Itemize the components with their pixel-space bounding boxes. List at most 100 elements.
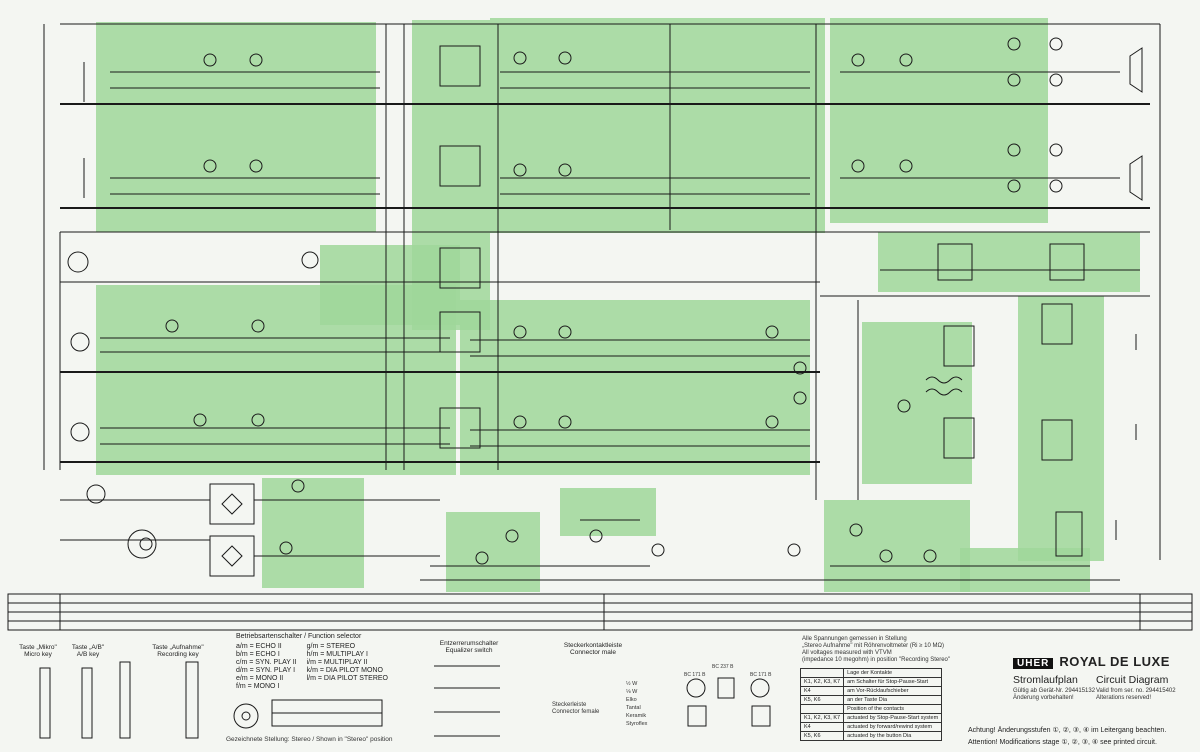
validity-de-2: Änderung vorbehalten! xyxy=(1013,695,1074,701)
table-cell: am Vor-Rücklaufschieber xyxy=(843,686,943,696)
symbol-styroflex: Styroflex xyxy=(626,721,648,727)
zone-playback-preamp xyxy=(96,22,376,232)
zone-record-amp-top xyxy=(490,18,825,233)
zone-mixer xyxy=(320,245,460,325)
connector-title-en: Connector male xyxy=(570,649,616,656)
selector-left-item: d/m = SYN. PLAY I xyxy=(236,667,296,674)
selector-right-item: k/m = DIA PILOT MONO xyxy=(306,667,383,674)
table-cell xyxy=(799,668,845,678)
key-aufnahme-en: Recording key xyxy=(157,651,199,658)
brand-model: ROYAL DE LUXE xyxy=(1059,654,1170,669)
selector-left-item: b/m = ECHO I xyxy=(236,651,280,658)
table-row: Position of the contacts xyxy=(799,704,943,714)
measure-line-3: All voltages measured with VTVM xyxy=(802,650,892,656)
connector-female-de: Steckerleiste xyxy=(552,702,587,708)
key-mikro-en: Micro key xyxy=(24,651,52,658)
selector-right-item: g/m = STEREO xyxy=(306,643,356,650)
validity-en: Valid from ser. no. 294415402 Alteration… xyxy=(1096,688,1176,702)
selector-right-item: l/m = DIA PILOT STEREO xyxy=(306,675,388,682)
symbol-eighth-watt: ⅛ W xyxy=(626,689,638,695)
key-ab-de: Taste „A/B" xyxy=(71,644,105,651)
selector-right-item: i/m = MULTIPLAY II xyxy=(306,659,368,666)
zone-dia-pilot xyxy=(960,548,1090,592)
validity-de: Gültig ab Gerät-Nr. 294415132 Änderung v… xyxy=(1013,688,1095,702)
selector-left-item: e/m = MONO II xyxy=(236,675,284,682)
validity-en-1: Valid from ser. no. 294415402 xyxy=(1096,688,1176,694)
zone-head-switch xyxy=(1018,296,1104,561)
key-mikro-de: Taste „Mikro" xyxy=(19,644,57,651)
table-cell: K1, K2, K3, K7 xyxy=(799,677,845,687)
measurement-note: Alle Spannungen gemessen in Stellung „St… xyxy=(802,636,992,664)
symbol-tantal: Tantal xyxy=(626,705,641,711)
equalizer-title: Entzerrerumschalter Equalizer switch xyxy=(424,640,514,654)
brand-title: UHER ROYAL DE LUXE xyxy=(1013,654,1170,669)
table-cell: am Schalter für Stop-Pause-Start xyxy=(843,677,943,687)
table-cell: actuated by the button Dia xyxy=(843,731,943,741)
table-cell: actuated by Stop-Pause-Start system xyxy=(843,713,943,723)
validity-de-1: Gültig ab Gerät-Nr. 294415132 xyxy=(1013,688,1096,694)
connector-title: Steckerkontaktleiste Connector male xyxy=(556,642,630,656)
zone-power-amp xyxy=(830,18,1048,223)
component-symbol-legend: ½ W ⅛ W Elko Tantal Keramik Styroflex xyxy=(626,680,647,728)
transistor-label-1: BC 171 B xyxy=(684,672,706,678)
table-cell: Lage der Kontakte xyxy=(843,668,943,678)
validity-en-2: Alterations reserved! xyxy=(1096,695,1152,701)
selector-left-list: a/m = ECHO II b/m = ECHO I c/m = SYN. PL… xyxy=(236,643,297,691)
measure-line-4: (impedance 10 megohm) in position "Recor… xyxy=(802,657,951,663)
connector-title-de: Steckerkontaktleiste xyxy=(563,642,623,649)
table-cell: K5, K6 xyxy=(799,731,845,741)
selector-right-list: g/m = STEREO h/m = MULTIPLAY I i/m = MUL… xyxy=(307,643,388,691)
zone-oscillator xyxy=(862,322,972,484)
table-cell: K4 xyxy=(799,686,845,696)
symbol-elko: Elko xyxy=(626,697,637,703)
table-cell: K5, K6 xyxy=(799,695,845,705)
selector-left-item: a/m = ECHO II xyxy=(236,643,282,650)
zone-power-supply xyxy=(262,478,364,588)
selector-left-item: c/m = SYN. PLAY II xyxy=(236,659,297,666)
table-cell: an der Taste Dia xyxy=(843,695,943,705)
key-aufnahme-de: Taste „Aufnahme" xyxy=(152,644,204,651)
selector-title: Betriebsartenschalter / Function selecto… xyxy=(236,633,362,640)
zone-motor-control xyxy=(824,500,970,592)
table-cell: Position of the contacts xyxy=(843,704,943,714)
modification-note-de: Achtung! Änderungsstufen ①, ②, ③, ④ im L… xyxy=(968,727,1167,734)
transistor-label-2: BC 237 B xyxy=(712,664,734,670)
key-ab-label: Taste „A/B" A/B key xyxy=(58,644,118,658)
title-en: Circuit Diagram xyxy=(1096,674,1169,686)
zone-relay-driver xyxy=(560,488,656,536)
equalizer-title-de: Entzerrerumschalter xyxy=(439,640,499,647)
selector-position-note: Gezeichnete Stellung: Stereo / Shown in … xyxy=(226,736,393,743)
table-cell: K1, K2, K3, K7 xyxy=(799,713,845,723)
table-cell: actuated by forward/rewind system xyxy=(843,722,943,732)
key-ab-en: A/B key xyxy=(76,651,100,658)
selector-right-item: h/m = MULTIPLAY I xyxy=(306,651,368,658)
symbol-half-watt: ½ W xyxy=(626,681,638,687)
table-cell xyxy=(799,704,845,714)
measure-line-2: „Stereo Aufnahme" mit Röhrenvoltmeter (R… xyxy=(802,643,944,649)
table-row: Lage der Kontakte xyxy=(799,668,943,678)
measure-line-1: Alle Spannungen gemessen in Stellung xyxy=(802,636,907,642)
connector-female-en: Connector female xyxy=(552,709,600,715)
brand-logo: UHER xyxy=(1013,658,1054,669)
symbol-keramik: Keramik xyxy=(626,713,647,719)
connector-female-label: Steckerleiste Connector female xyxy=(552,702,599,716)
key-mikro-label: Taste „Mikro" Micro key xyxy=(8,644,68,658)
key-aufnahme-label: Taste „Aufnahme" Recording key xyxy=(140,644,216,658)
title-de: Stromlaufplan xyxy=(1013,674,1078,686)
selector-left-item: f/m = MONO I xyxy=(236,683,280,690)
zone-bass-switch xyxy=(878,232,1140,292)
transistor-label-3: BC 171 B xyxy=(750,672,772,678)
equalizer-title-en: Equalizer switch xyxy=(445,647,493,654)
table-cell: K4 xyxy=(799,722,845,732)
function-selector-legend: Betriebsartenschalter / Function selecto… xyxy=(236,633,426,691)
zone-pause-relay xyxy=(446,512,540,592)
